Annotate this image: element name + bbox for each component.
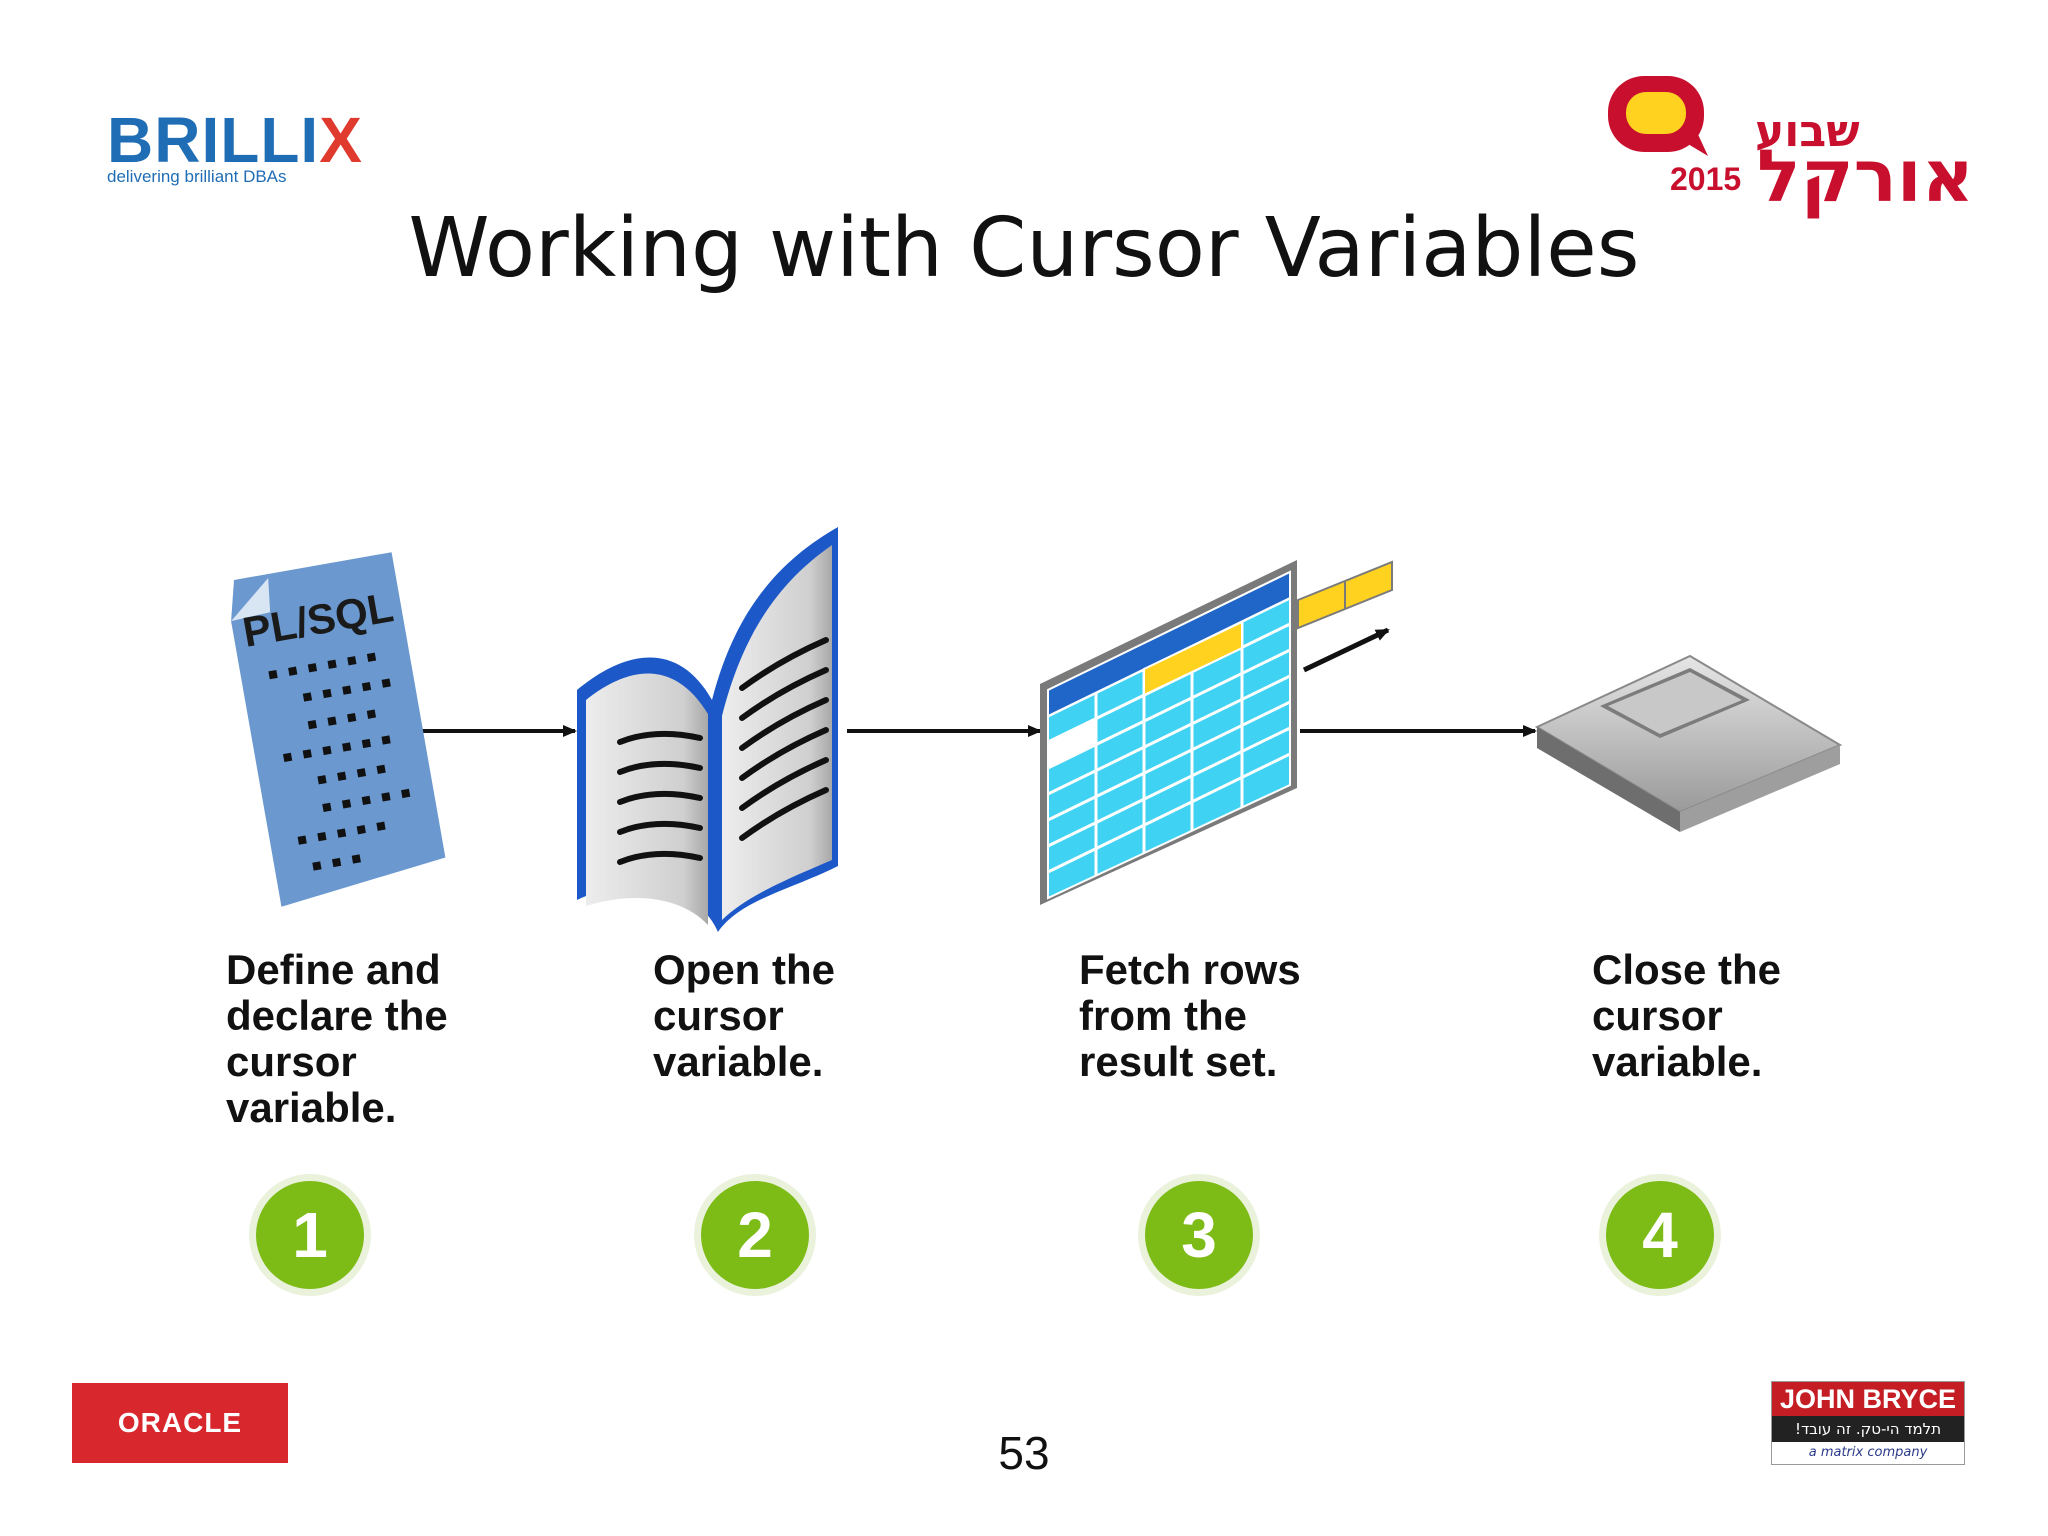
plsql-document-icon: PL/SQL xyxy=(231,552,446,907)
slide-title: Working with Cursor Variables xyxy=(408,201,1640,296)
brillix-logo-text: BRILLI xyxy=(107,104,320,176)
brillix-logo-x: X xyxy=(319,104,363,176)
step-2-label: Open the cursor variable. xyxy=(653,946,836,1085)
john-bryce-tagline: a matrix company xyxy=(1808,1445,1928,1460)
brillix-logo: BRILLIX xyxy=(107,108,363,172)
step-3-number-badge: 3 xyxy=(1145,1181,1253,1289)
oracle-logo: ORACLE xyxy=(72,1383,288,1463)
brillix-tagline: delivering brilliant DBAs xyxy=(107,167,287,186)
step-1-label: Define and declare the cursor variable. xyxy=(226,946,448,1131)
step-2-number-badge: 2 xyxy=(701,1181,809,1289)
step-4-number-badge: 4 xyxy=(1606,1181,1714,1289)
closed-book-icon xyxy=(1534,654,1843,832)
oracle-week-hebrew-top: שבוע xyxy=(1755,106,1860,157)
step-1-number-badge: 1 xyxy=(256,1181,364,1289)
step-3-label: Fetch rows from the result set. xyxy=(1079,946,1301,1085)
result-set-table-icon xyxy=(1040,560,1393,905)
step-4-label: Close the cursor variable. xyxy=(1592,946,1782,1085)
oracle-week-hebrew-main: אורקל xyxy=(1757,134,1975,218)
open-book-icon xyxy=(577,527,838,932)
john-bryce-logo: JOHN BRYCE תלמד הי-טק. זה עובד! a matrix… xyxy=(1771,1381,1965,1465)
john-bryce-name: JOHN BRYCE xyxy=(1772,1382,1964,1416)
oracle-week-year: 2015 xyxy=(1670,161,1742,197)
page-number: 53 xyxy=(998,1427,1050,1479)
oracle-week-logo-icon xyxy=(1608,76,1708,156)
john-bryce-slogan: תלמד הי-טק. זה עובד! xyxy=(1772,1416,1964,1442)
